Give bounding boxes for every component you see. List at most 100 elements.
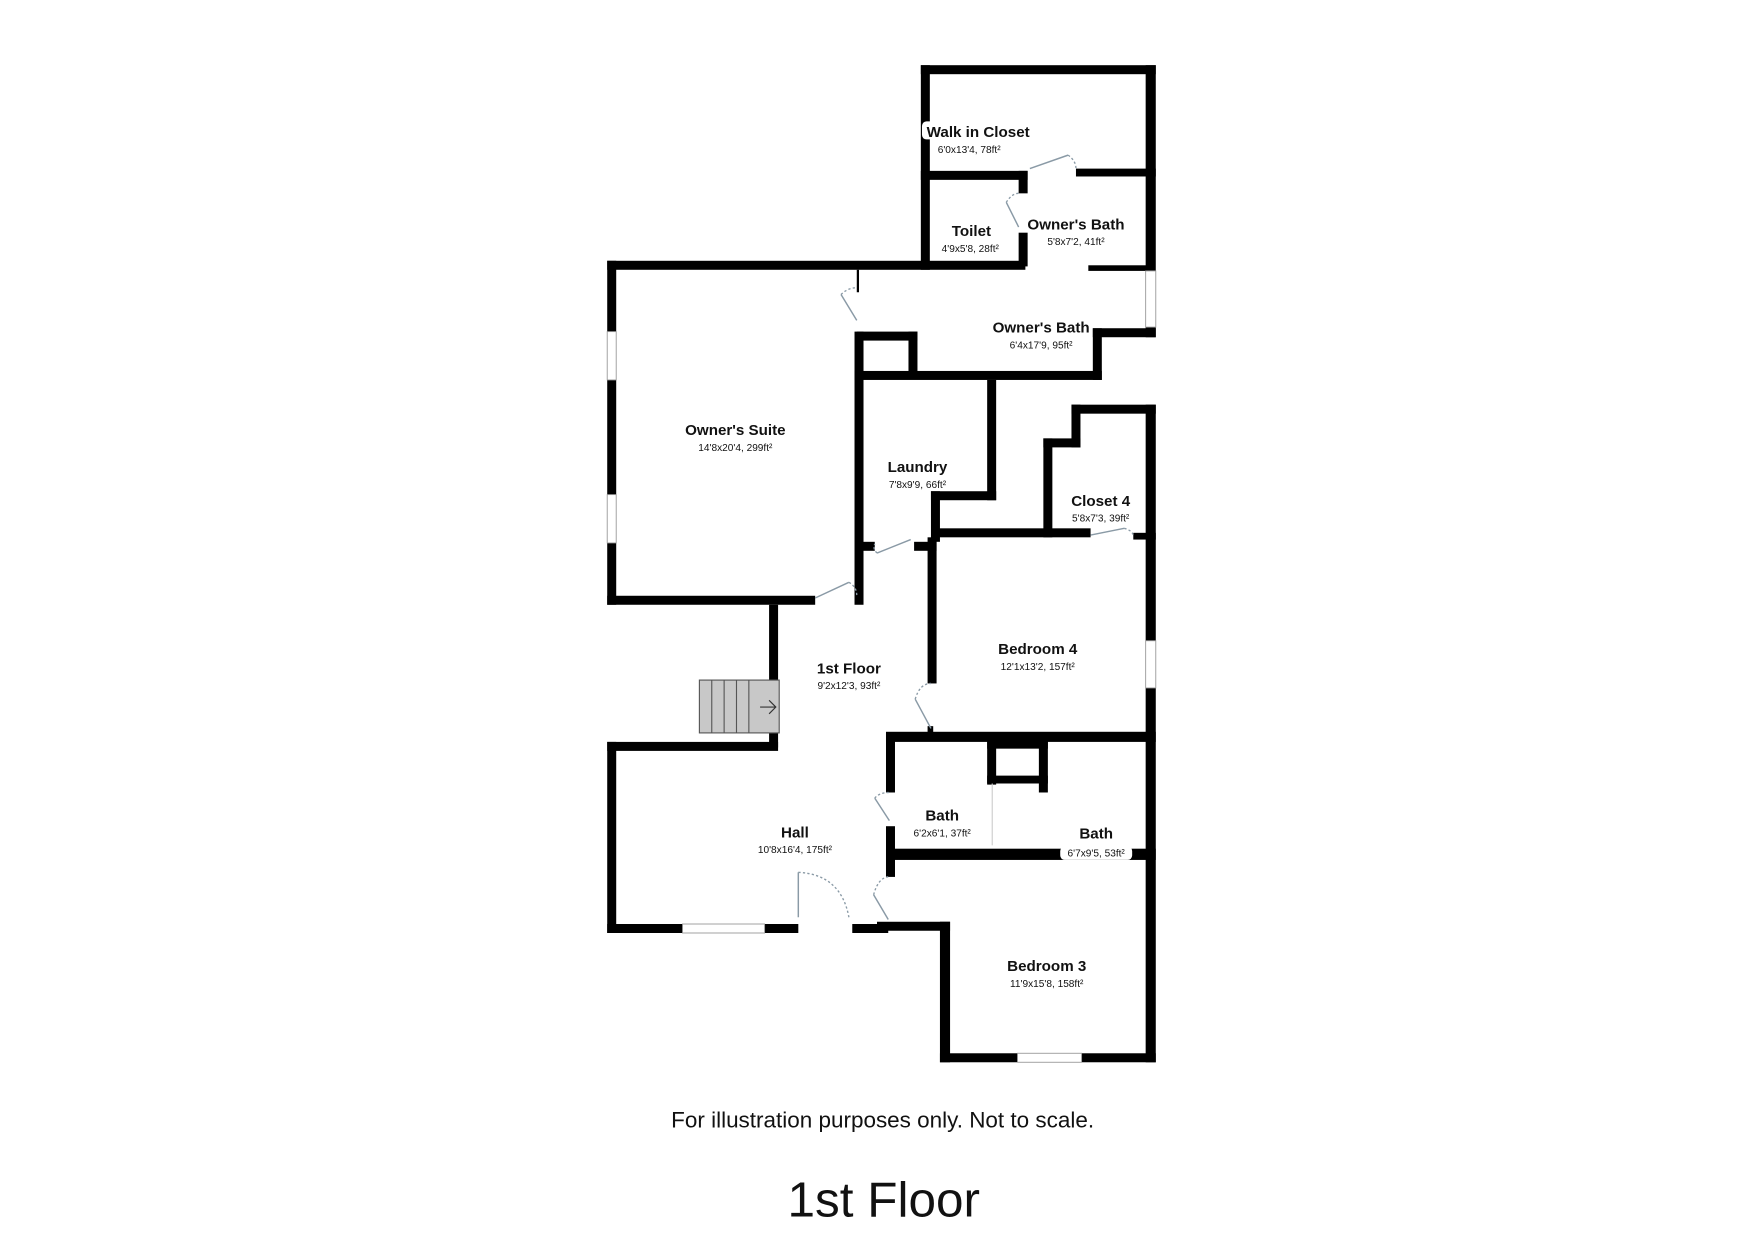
svg-text:Closet 4: Closet 4 (1071, 493, 1131, 510)
svg-text:Bath: Bath (925, 808, 959, 825)
wall (920, 65, 930, 270)
wall (920, 170, 1028, 180)
wall (987, 739, 997, 785)
wall (877, 921, 951, 931)
room-1st-floor: 1st Floor 9'2x12'3, 93ft² (817, 660, 881, 692)
door (914, 698, 932, 729)
wall (987, 739, 1048, 749)
wall (1092, 328, 1102, 380)
wall (856, 331, 918, 341)
wall (1043, 438, 1081, 448)
wall (1038, 739, 1048, 793)
wall (854, 331, 864, 605)
window (682, 923, 766, 934)
wall (1071, 404, 1081, 448)
window (606, 331, 617, 381)
window (1017, 1052, 1083, 1063)
room-laundry: Laundry 7'8x9'9, 66ft² (888, 459, 948, 491)
door (1005, 202, 1020, 228)
wall (854, 370, 1102, 380)
svg-text:Owner's Bath: Owner's Bath (993, 320, 1090, 337)
walls (607, 65, 1156, 1063)
door (876, 538, 911, 554)
wall (885, 732, 895, 793)
svg-text:10'8x16'4, 175ft²: 10'8x16'4, 175ft² (758, 845, 833, 856)
window (606, 494, 617, 544)
door (814, 581, 850, 599)
svg-text:9'2x12'3, 93ft²: 9'2x12'3, 93ft² (817, 681, 881, 692)
room-hall: Hall 10'8x16'4, 175ft² (758, 824, 833, 856)
wall (987, 379, 997, 501)
wall (885, 859, 895, 877)
wall (920, 65, 1156, 75)
door (840, 294, 858, 321)
svg-text:Toilet: Toilet (952, 223, 991, 240)
svg-text:6'7x9'5, 53ft²: 6'7x9'5, 53ft² (1068, 849, 1126, 860)
wall (607, 741, 617, 933)
svg-text:Owner's Bath: Owner's Bath (1027, 216, 1124, 233)
wall (930, 491, 940, 542)
wall (1075, 168, 1156, 177)
stairs (698, 679, 780, 734)
room-bedroom-3: Bedroom 3 11'9x15'8, 158ft² (1007, 958, 1086, 990)
door (872, 894, 889, 920)
wall (607, 260, 617, 605)
wall (769, 604, 779, 681)
divider (991, 783, 993, 846)
wall (908, 331, 918, 377)
wall (607, 260, 1026, 270)
wall (939, 921, 951, 1063)
svg-text:12'1x13'2, 157ft²: 12'1x13'2, 157ft² (1001, 662, 1076, 673)
wall (860, 541, 875, 551)
room-closet-4: Closet 4 5'8x7'3, 39ft² (1071, 493, 1131, 525)
room-bath-small: Bath 6'2x6'1, 37ft² (914, 808, 972, 840)
room-owners-bath-lower: Owner's Bath 6'4x17'9, 95ft² (993, 320, 1090, 352)
room-bedroom-4: Bedroom 4 12'1x13'2, 157ft² (998, 641, 1078, 673)
wall (1071, 404, 1156, 414)
wall (885, 731, 1156, 742)
wall (852, 924, 889, 933)
svg-text:Laundry: Laundry (888, 459, 948, 476)
room-walk-in-closet: Walk in Closet 6'0x13'4, 78ft² (921, 121, 1035, 156)
wall (1145, 65, 1156, 338)
door (1090, 527, 1125, 536)
svg-text:6'4x17'9, 95ft²: 6'4x17'9, 95ft² (1010, 340, 1074, 351)
room-owners-bath-upper: Owner's Bath 5'8x7'2, 41ft² (1027, 216, 1124, 248)
svg-text:14'8x20'4, 299ft²: 14'8x20'4, 299ft² (698, 443, 773, 454)
arrow-right-icon (760, 699, 777, 715)
doors (797, 154, 1134, 920)
wall (1018, 170, 1028, 194)
svg-text:Owner's Suite: Owner's Suite (685, 422, 785, 439)
svg-text:Bath: Bath (1079, 826, 1113, 843)
floor-title: 1st Floor (788, 1172, 980, 1227)
door (874, 797, 890, 821)
wall (1018, 232, 1028, 267)
wall (607, 741, 779, 751)
svg-text:6'2x6'1, 37ft²: 6'2x6'1, 37ft² (914, 828, 972, 839)
svg-text:5'8x7'3, 39ft²: 5'8x7'3, 39ft² (1072, 514, 1130, 525)
wall (769, 730, 779, 748)
svg-text:1st Floor: 1st Floor (817, 660, 881, 677)
svg-text:Walk in Closet: Walk in Closet (927, 124, 1030, 141)
disclaimer: For illustration purposes only. Not to s… (671, 1107, 1094, 1132)
wall (987, 775, 1048, 784)
wall (885, 848, 1156, 860)
wall (607, 595, 816, 605)
wall (933, 528, 1091, 538)
wall (1043, 438, 1053, 538)
svg-text:Hall: Hall (781, 824, 809, 841)
room-labels: Walk in Closet 6'0x13'4, 78ft² Toilet 4'… (685, 121, 1133, 990)
room-owners-suite: Owner's Suite 14'8x20'4, 299ft² (685, 422, 785, 454)
window (1145, 640, 1157, 689)
wall (927, 537, 937, 684)
door (1029, 154, 1069, 170)
svg-text:5'8x7'2, 41ft²: 5'8x7'2, 41ft² (1047, 237, 1105, 248)
wall (856, 269, 860, 293)
wall (914, 541, 937, 551)
room-bath-large: Bath 6'7x9'5, 53ft² (1060, 826, 1133, 860)
room-toilet: Toilet 4'9x5'8, 28ft² (942, 223, 1000, 255)
svg-text:Bedroom 4: Bedroom 4 (998, 641, 1078, 658)
svg-text:11'9x15'8, 158ft²: 11'9x15'8, 158ft² (1010, 979, 1084, 990)
wall (930, 491, 997, 501)
